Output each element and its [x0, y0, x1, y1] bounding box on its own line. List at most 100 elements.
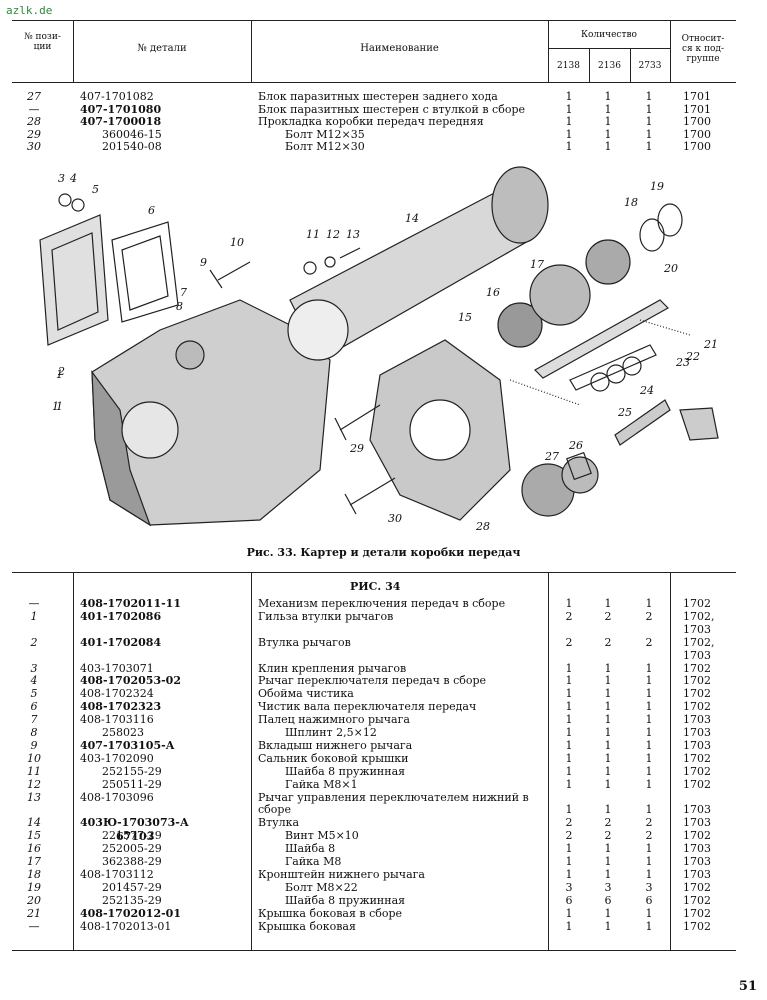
header-bottom-rule — [12, 82, 736, 83]
quantity-2138: 1 — [565, 713, 573, 727]
subgroup: 1702 — [683, 597, 711, 610]
table-row: 1703 — [0, 649, 740, 662]
subgroup: 1702 — [683, 764, 711, 778]
part-number: 408-1703096 — [80, 790, 154, 804]
part-number: 401-1702084 — [80, 635, 162, 649]
position-number: 3 — [30, 661, 38, 675]
part-number: 221577-29 — [102, 829, 162, 843]
quantity-2138: 1 — [565, 674, 573, 688]
header-qty-2733: 2733 — [638, 61, 662, 71]
part-number: 252155-29 — [102, 764, 162, 778]
position-number: 2 — [30, 635, 38, 649]
part-name: Болт М12×35 — [285, 127, 365, 141]
header-part: № детали — [137, 43, 187, 54]
quantity-2733: 1 — [645, 597, 653, 610]
part-name: Рычаг управления переключателем нижний в — [258, 790, 529, 804]
quantity-2138: 1 — [565, 777, 573, 791]
quantity-2138: 2 — [565, 635, 573, 649]
part-name: Кронштейн нижнего рычага — [258, 867, 425, 881]
subgroup: 1702 — [683, 829, 711, 843]
quantity-2136: 1 — [604, 687, 612, 701]
subgroup: 1702 — [683, 880, 711, 894]
part-number: 252135-29 — [102, 893, 162, 907]
position-number: 5 — [30, 687, 38, 701]
quantity-2138: 1 — [565, 842, 573, 856]
subgroup: 1702 — [683, 906, 711, 920]
table2-bottom-rule — [12, 950, 736, 951]
subgroup: 1701 — [683, 102, 711, 116]
quantity-2733: 2 — [645, 609, 653, 623]
position-number: 6 — [30, 700, 38, 714]
quantity-2136: 1 — [604, 127, 612, 141]
part-name: Чистик вала переключателя передач — [258, 700, 477, 714]
quantity-2733: 1 — [645, 751, 653, 765]
subgroup: 1703 — [683, 867, 711, 881]
quantity-2733: 1 — [645, 687, 653, 701]
subgroup: 1702 — [683, 777, 711, 791]
quantity-2136: 1 — [604, 713, 612, 727]
quantity-2733: 1 — [645, 803, 653, 817]
subgroup: 1700 — [683, 115, 711, 128]
part-number: 408-1702324 — [80, 687, 154, 701]
callout-label: 5 — [92, 183, 99, 196]
position-number: 14 — [27, 816, 41, 830]
callout-label: 9 — [200, 256, 207, 269]
callout-label: 18 — [624, 196, 638, 209]
part-number: 407-1701080 — [80, 102, 162, 116]
quantity-2138: 1 — [565, 700, 573, 714]
callout-label: 2 — [57, 365, 65, 378]
subgroup: 1703 — [683, 713, 711, 727]
part-name: Гайка М8×1 — [285, 777, 358, 791]
callout-label: 30 — [388, 512, 402, 525]
figure-caption: Рис. 33. Картер и детали коробки передач — [246, 546, 521, 559]
quantity-2138: 1 — [565, 906, 573, 920]
callout-label: 26 — [568, 439, 583, 452]
position-number: — — [28, 102, 40, 116]
subgroup: 1703 — [683, 803, 711, 817]
part-number: 408-1702323 — [80, 700, 162, 714]
subgroup: 1702 — [683, 893, 711, 907]
callout-label: 19 — [650, 180, 664, 193]
quantity-2733: 1 — [645, 777, 653, 791]
quantity-2136: 2 — [604, 829, 612, 843]
callout-label: 22 — [685, 350, 700, 363]
part-name: Шайба 8 — [285, 842, 336, 856]
part-number: 201540-08 — [102, 140, 162, 153]
part-name: Крышка боковая — [258, 919, 356, 933]
callout-label: 25 — [617, 406, 632, 419]
quantity-2136: 1 — [604, 674, 612, 688]
part-number: 408-1702053-02 — [80, 674, 181, 688]
quantity-2136: 1 — [604, 906, 612, 920]
part-number: 258023 — [102, 726, 144, 739]
quantity-2136: 1 — [604, 597, 612, 610]
subgroup: 1702 — [683, 687, 711, 701]
part-number: 403Ю-1703073-А — [80, 816, 189, 830]
quantity-2733: 1 — [645, 713, 653, 727]
quantity-2136: 3 — [604, 880, 612, 894]
position-number: 10 — [27, 751, 41, 765]
part-name: сборе — [258, 803, 291, 817]
section-title: РИС. 34 — [350, 580, 401, 593]
part-number: 407-1701082 — [80, 90, 154, 103]
subgroup: 1701 — [683, 90, 711, 103]
callout-label: 20 — [663, 262, 678, 275]
callout-label: 12 — [326, 228, 340, 241]
quantity-2136: 1 — [604, 919, 612, 933]
subgroup: 1702 — [683, 919, 711, 933]
quantity-2733: 1 — [645, 674, 653, 688]
quantity-2138: 1 — [565, 751, 573, 765]
part-number: 403-1702090 — [80, 751, 154, 765]
quantity-2138: 2 — [565, 609, 573, 623]
table2-top-rule — [12, 572, 736, 573]
part-number: 252005-29 — [102, 842, 162, 856]
position-number: 12 — [27, 777, 41, 791]
quantity-2136: 1 — [604, 90, 612, 103]
part-name: Клин крепления рычагов — [258, 661, 407, 675]
